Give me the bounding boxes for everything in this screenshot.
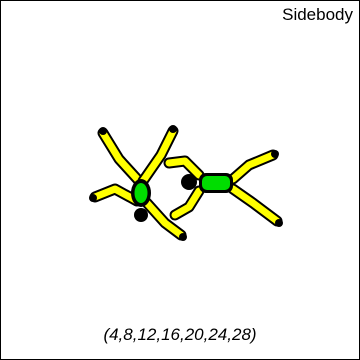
left-skydiver [89, 125, 187, 241]
formation-title: Sidebody [282, 5, 353, 24]
formation-figure [89, 125, 283, 241]
right-skydiver [163, 149, 283, 227]
formation-caption: (4,8,12,16,20,24,28) [103, 325, 257, 344]
